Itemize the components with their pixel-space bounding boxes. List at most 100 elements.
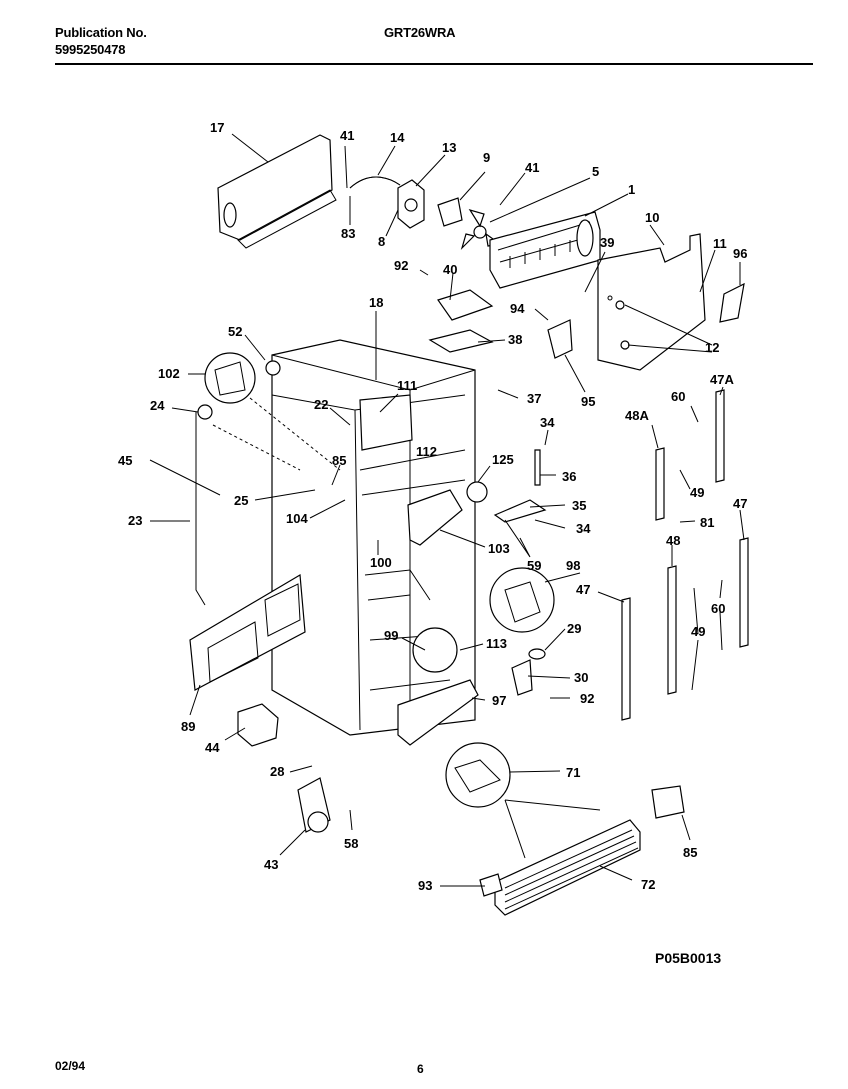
- part-35-hinge: [493, 499, 547, 523]
- callout-13: 13: [442, 140, 456, 155]
- callout-89: 89: [181, 719, 195, 734]
- callout-41: 41: [525, 160, 539, 175]
- diagram-code: P05B0013: [655, 950, 722, 966]
- callout-44: 44: [205, 740, 220, 755]
- part-97-crisper-cover: [397, 679, 479, 746]
- part-30-bracket: [511, 659, 533, 696]
- callout-83: 83: [341, 226, 355, 241]
- callout-49: 49: [690, 485, 704, 500]
- part-evaporator-cover: [217, 134, 337, 249]
- callout-47A: 47A: [710, 372, 734, 387]
- callout-10: 10: [645, 210, 659, 225]
- part-24-grommet: [197, 404, 213, 420]
- callout-59: 59: [527, 558, 541, 573]
- part-fan-motor: [397, 179, 425, 229]
- part-52: [265, 360, 281, 376]
- callout-92: 92: [394, 258, 408, 273]
- callout-48A: 48A: [625, 408, 649, 423]
- callout-98: 98: [566, 558, 580, 573]
- callout-97: 97: [492, 693, 506, 708]
- part-29: [528, 648, 546, 660]
- callout-102: 102: [158, 366, 180, 381]
- callout-47: 47: [576, 582, 590, 597]
- part-48A-strip: [655, 447, 665, 521]
- part-72-grille: [494, 819, 641, 916]
- part-95-bracket: [547, 319, 573, 359]
- callout-47: 47: [733, 496, 747, 511]
- callout-5: 5: [592, 164, 599, 179]
- callout-113: 113: [486, 636, 507, 651]
- part-23-drain-tube: [195, 412, 206, 606]
- callout-39: 39: [600, 235, 614, 250]
- part-111-control-housing: [359, 394, 413, 451]
- callout-71: 71: [566, 765, 580, 780]
- part-93-clip: [479, 873, 503, 897]
- model-number: GRT26WRA: [384, 25, 456, 40]
- callout-34: 34: [576, 521, 591, 536]
- callout-99: 99: [384, 628, 398, 643]
- part-rear-evaporator-panel: [597, 233, 706, 371]
- callout-100: 100: [370, 555, 392, 570]
- header-rule: [55, 63, 813, 65]
- publication-number: 5995250478: [55, 42, 126, 57]
- callout-1: 1: [628, 182, 635, 197]
- callout-18: 18: [369, 295, 383, 310]
- part-fan-bracket: [437, 197, 463, 227]
- part-36-pin: [534, 449, 541, 486]
- callout-24: 24: [150, 398, 165, 413]
- part-47A-strip: [715, 389, 725, 483]
- part-48-strip: [667, 565, 677, 695]
- callout-9: 9: [483, 150, 490, 165]
- part-103-light-shield: [407, 489, 463, 546]
- part-89-back-panel: [189, 573, 306, 691]
- detail-circle-71: [445, 742, 511, 808]
- publication-label: Publication No.: [55, 25, 147, 40]
- part-96-clip: [719, 282, 745, 323]
- callout-111: 111: [397, 378, 417, 393]
- callout-22: 22: [314, 397, 328, 412]
- part-85-pad: [651, 785, 685, 819]
- part-47-strip-left: [621, 597, 631, 721]
- callout-14: 14: [390, 130, 405, 145]
- part-40-air-duct: [437, 289, 494, 321]
- callout-85: 85: [683, 845, 697, 860]
- part-43-roller-bracket: [297, 777, 331, 833]
- footer-page-number: 6: [417, 1062, 424, 1076]
- callout-92: 92: [580, 691, 594, 706]
- callout-28: 28: [270, 764, 284, 779]
- callout-103: 103: [488, 541, 510, 556]
- callout-29: 29: [567, 621, 581, 636]
- callout-41: 41: [340, 128, 354, 143]
- callout-85: 85: [332, 453, 346, 468]
- callout-8: 8: [378, 234, 385, 249]
- detail-circle-113: [412, 627, 458, 673]
- detail-circle-100: [489, 567, 555, 633]
- detail-circle-102: [204, 352, 256, 404]
- part-44-block: [237, 703, 279, 747]
- callout-52: 52: [228, 324, 242, 339]
- callout-95: 95: [581, 394, 595, 409]
- callout-93: 93: [418, 878, 432, 893]
- callout-30: 30: [574, 670, 588, 685]
- part-125: [466, 481, 488, 503]
- callout-104: 104: [286, 511, 308, 526]
- callout-94: 94: [510, 301, 525, 316]
- callout-96: 96: [733, 246, 747, 261]
- callout-112: 112: [416, 444, 437, 459]
- dashed-guides: [212, 397, 341, 471]
- callout-12: 12: [705, 340, 719, 355]
- callout-37: 37: [527, 391, 541, 406]
- footer-date: 02/94: [55, 1059, 86, 1073]
- callout-45: 45: [118, 453, 132, 468]
- callout-43: 43: [264, 857, 278, 872]
- callout-125: 125: [492, 452, 514, 467]
- callout-60: 60: [711, 601, 725, 616]
- callout-25: 25: [234, 493, 248, 508]
- callout-38: 38: [508, 332, 522, 347]
- callout-34: 34: [540, 415, 555, 430]
- callout-36: 36: [562, 469, 576, 484]
- part-47-strip-right: [739, 537, 749, 648]
- callout-17: 17: [210, 120, 224, 135]
- part-evaporator: [489, 211, 601, 289]
